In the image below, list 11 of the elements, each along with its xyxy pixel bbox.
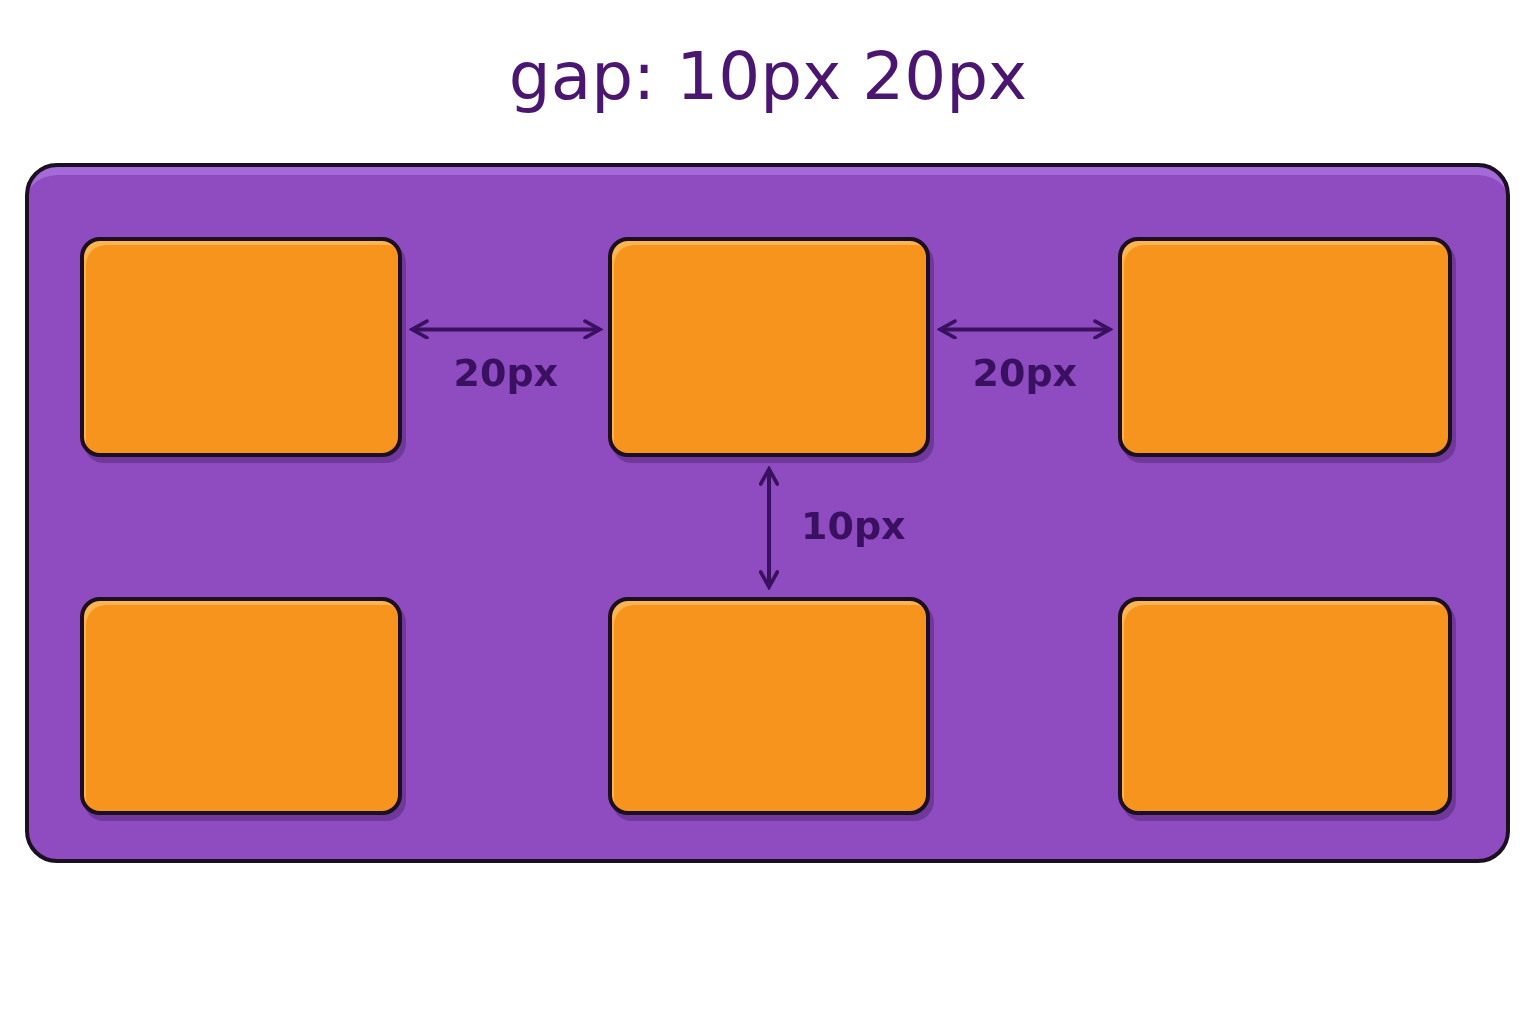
title: gap: 10px 20px [508,38,1028,115]
grid-item [608,597,930,815]
grid-item [1118,237,1452,457]
grid-item [1118,597,1452,815]
double-arrow [758,467,780,589]
double-arrow [938,319,1112,340]
grid-item [80,237,402,457]
double-arrow [410,319,602,340]
grid-item [608,237,930,457]
grid-item [80,597,402,815]
grid-container [25,163,1510,863]
